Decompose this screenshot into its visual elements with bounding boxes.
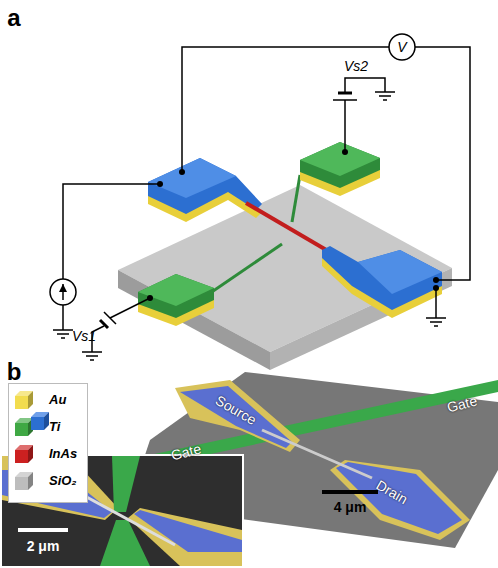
legend-swatch [15,418,33,436]
voltmeter-symbol: V [397,39,406,55]
legend-row: InAs [9,444,87,464]
legend-row: Au [9,390,87,410]
scale-bar-label: 2 μm [27,538,60,554]
legend-text: Ti [49,419,60,434]
legend-text: Au [49,392,66,407]
scale-bar-label: 4 μm [334,499,367,515]
legend-text: SiO₂ [49,473,76,488]
ti-blue-cube [31,412,49,430]
legend-swatch [15,391,33,409]
panel-letter: a [7,4,20,32]
panel-letter: b [7,358,22,386]
voltage-source-label: Vs2 [344,58,368,74]
legend-box: AuTiInAsSiO₂ [8,383,88,503]
voltage-source-label: Vs1 [72,328,96,344]
legend-swatch [15,445,33,463]
legend-row: SiO₂ [9,471,87,491]
legend-swatch [15,472,33,490]
legend-text: InAs [49,446,77,461]
